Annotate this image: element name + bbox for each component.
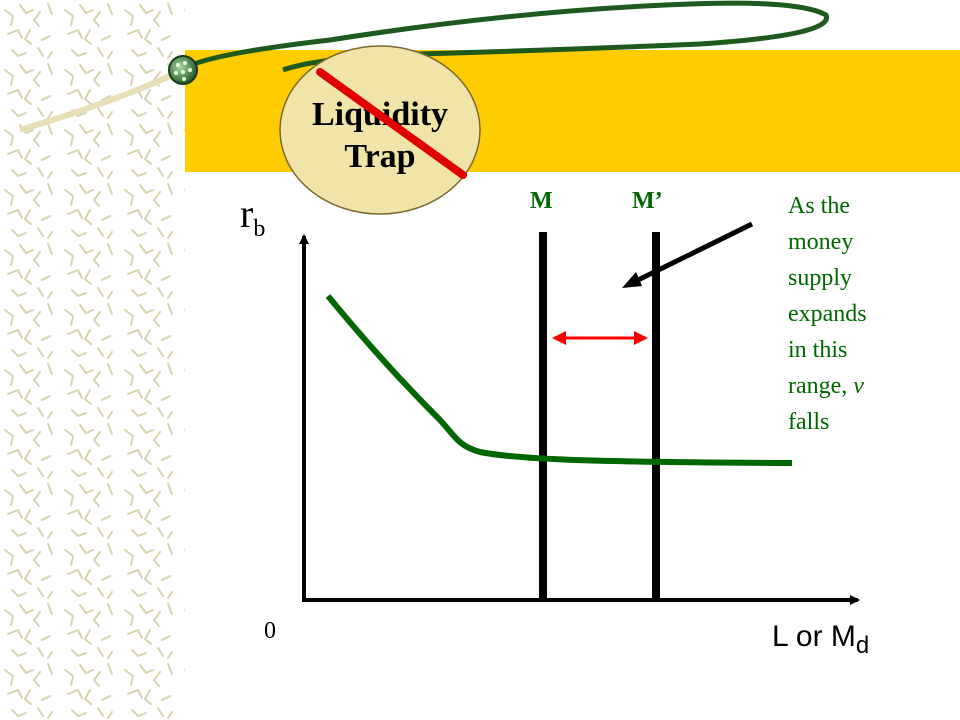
money-supply-label-m: M [530,188,553,214]
annotation-line: money [788,229,854,255]
y-axis-label-subscript: b [253,216,266,242]
annotation-pointer-arrowhead [622,272,642,288]
x-axis-label-subscript: d [855,632,870,659]
money-supply-label-mprime: M’ [632,188,663,214]
origin-label: 0 [264,618,276,644]
x-axis-label: L or Md [772,620,869,660]
annotation-text: As the money supply expands in this rang… [788,188,908,440]
annotation-line: in this [788,337,848,363]
strike-through-line [316,68,467,179]
annotation-line-text: range, [788,373,854,399]
annotation-pointer-arrow [630,221,754,286]
title-trap: Trap [344,138,416,175]
annotation-line: As the [788,193,850,219]
liquidity-trap-circle [279,45,481,215]
swoosh-tail [19,67,185,133]
liquidity-preference-curve [325,294,793,466]
decorative-swoosh [181,0,829,73]
annotation-line: expands [788,301,867,327]
annotation-line: falls [788,409,830,435]
y-axis-label: rb [240,190,265,243]
y-axis-label-main: r [240,191,254,236]
decorative-pattern-strip [0,0,185,720]
annotation-line-velocity: range, v [788,368,908,404]
x-axis-label-main: L or M [772,620,856,653]
money-expansion-double-arrow [552,331,648,345]
velocity-symbol: v [853,373,864,399]
annotation-line: supply [788,265,853,291]
sphere-bullet-icon [168,55,198,85]
